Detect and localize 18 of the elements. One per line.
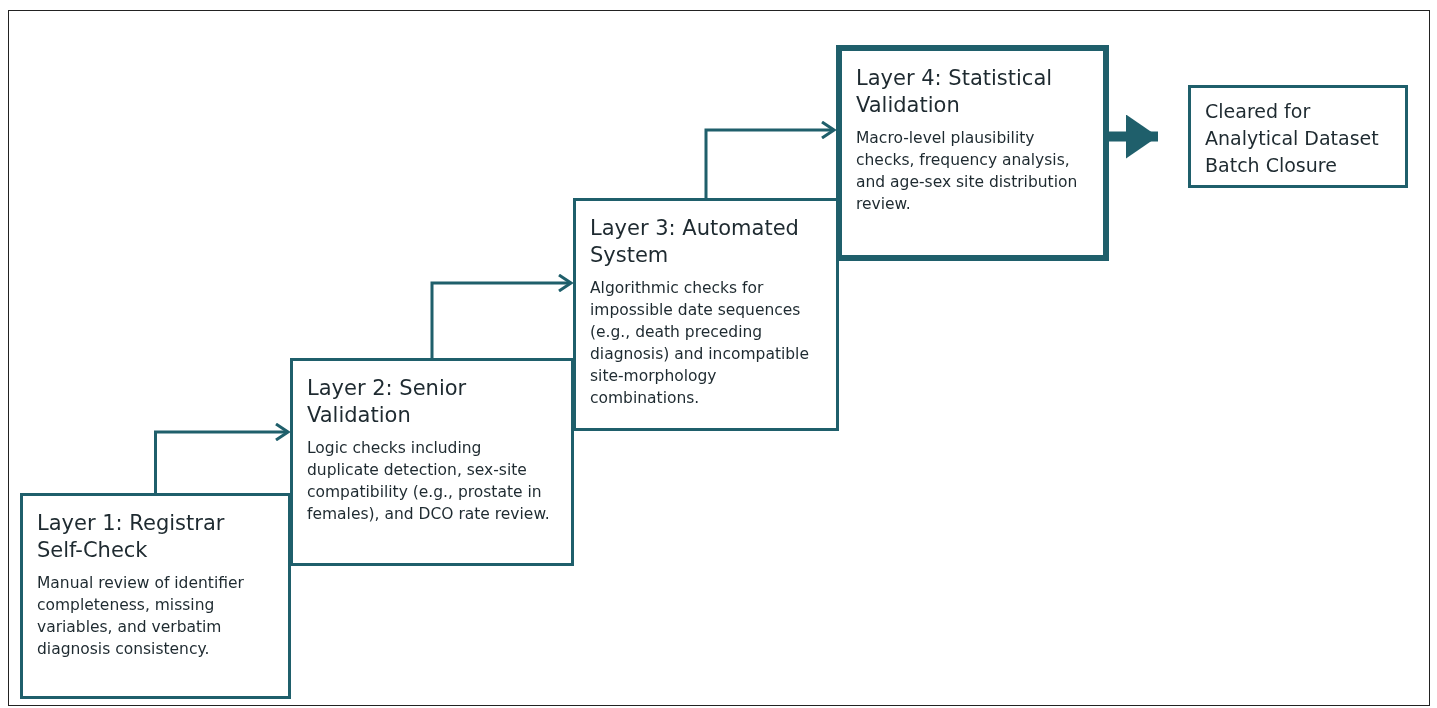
box-heading: Layer 1: Registrar Self-Check [37, 510, 226, 564]
box-text: Cleared for Analytical Dataset Batch Closure [1205, 99, 1380, 178]
arrow [154, 422, 290, 493]
step-box [20, 493, 291, 699]
box-description: Logic checks including duplicate detection, sex-site compatibility (e.g., prostate in females), and DCO rate review. [307, 438, 551, 525]
arrow [704, 120, 836, 198]
step-box [836, 45, 1109, 261]
box-heading: Layer 4: Statistical Validation [856, 65, 1054, 119]
box-heading: Layer 3: Automated System [590, 215, 800, 269]
arrow [1109, 114, 1158, 159]
step-box [573, 198, 839, 431]
step-box [1188, 85, 1408, 188]
arrow [430, 273, 573, 358]
step-box [290, 358, 574, 566]
box-description: Algorithmic checks for impossible date sequences (e.g., death preceding diagnosis) and incompatible site-morphology combinations. [590, 278, 810, 409]
box-heading: Layer 2: Senior Validation [307, 375, 468, 429]
box-description: Manual review of identifier completeness, missing variables, and verbatim diagnosis consistency. [37, 573, 245, 660]
box-description: Macro-level plausibility checks, frequency analysis, and age-sex site distribution review. [856, 128, 1079, 215]
